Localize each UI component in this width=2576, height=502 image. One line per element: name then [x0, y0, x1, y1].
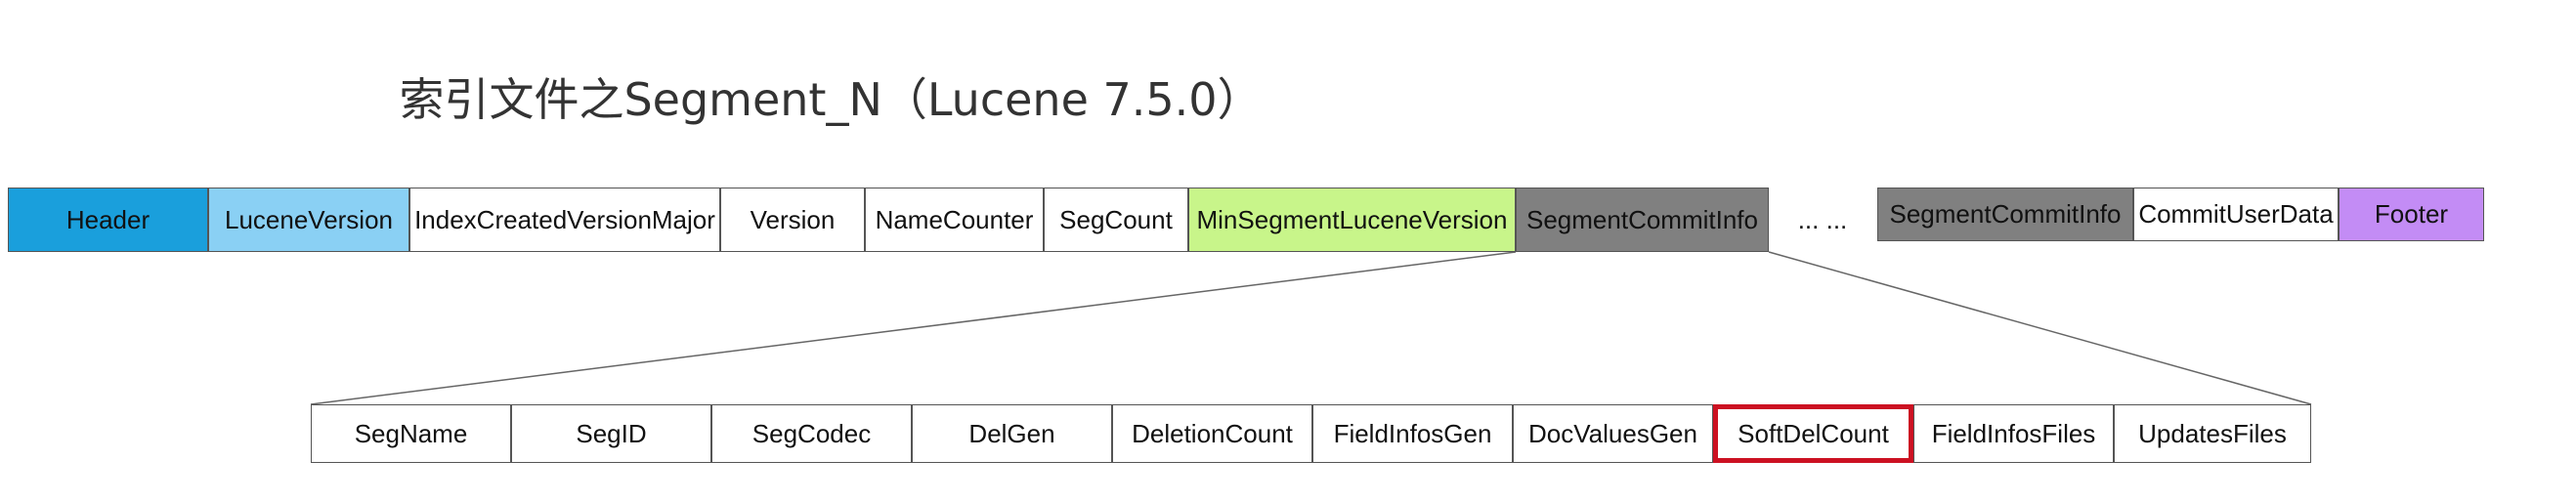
index-created-version-major-label: IndexCreatedVersionMajor: [414, 204, 715, 234]
header-label: Header: [65, 204, 150, 234]
footer-cell: Footer: [2339, 188, 2484, 241]
ellipsis-label: ... ...: [1797, 204, 1848, 234]
field-infos-files-label: FieldInfosFiles: [1931, 418, 2096, 448]
ellipsis-more-segments: ... ...: [1764, 188, 1881, 252]
soft-del-count-cell: SoftDelCount: [1713, 404, 1913, 463]
seg-codec-cell: SegCodec: [711, 404, 912, 463]
connector-left: [310, 251, 1517, 405]
version-cell: Version: [720, 188, 865, 252]
lucene-version-cell: LuceneVersion: [208, 188, 409, 252]
header-cell: Header: [8, 188, 208, 252]
diagram-title: 索引文件之Segment_N（Lucene 7.5.0）: [399, 73, 1263, 126]
min-segment-lucene-version-label: MinSegmentLuceneVersion: [1196, 204, 1508, 234]
del-gen-label: DelGen: [968, 418, 1055, 448]
field-infos-gen-label: FieldInfosGen: [1333, 418, 1492, 448]
seg-id-cell: SegID: [511, 404, 711, 463]
segment-commit-info-cell-first: SegmentCommitInfo: [1516, 188, 1769, 252]
field-infos-gen-cell: FieldInfosGen: [1312, 404, 1513, 463]
commit-user-data-label: CommitUserData: [2138, 199, 2334, 229]
segment-commit-info-label-first: SegmentCommitInfo: [1526, 204, 1758, 234]
updates-files-label: UpdatesFiles: [2138, 418, 2287, 448]
seg-name-cell: SegName: [311, 404, 511, 463]
name-counter-cell: NameCounter: [865, 188, 1044, 252]
seg-count-cell: SegCount: [1044, 188, 1188, 252]
min-segment-lucene-version-cell: MinSegmentLuceneVersion: [1188, 188, 1516, 252]
deletion-count-label: DeletionCount: [1132, 418, 1293, 448]
seg-count-label: SegCount: [1059, 204, 1173, 234]
commit-user-data-cell: CommitUserData: [2133, 188, 2339, 241]
del-gen-cell: DelGen: [912, 404, 1112, 463]
field-infos-files-cell: FieldInfosFiles: [1913, 404, 2114, 463]
index-created-version-major-cell: IndexCreatedVersionMajor: [409, 188, 720, 252]
seg-codec-label: SegCodec: [751, 418, 872, 448]
seg-name-label: SegName: [354, 418, 468, 448]
updates-files-cell: UpdatesFiles: [2114, 404, 2311, 463]
segment-commit-info-label-last: SegmentCommitInfo: [1889, 199, 2122, 229]
name-counter-label: NameCounter: [875, 204, 1034, 234]
lucene-version-label: LuceneVersion: [224, 204, 394, 234]
footer-label: Footer: [2374, 199, 2449, 229]
connector-right: [1768, 251, 2312, 405]
soft-del-count-label: SoftDelCount: [1738, 418, 1889, 448]
segment-commit-info-cell-last: SegmentCommitInfo: [1877, 188, 2133, 241]
doc-values-gen-cell: DocValuesGen: [1513, 404, 1713, 463]
seg-id-label: SegID: [576, 418, 647, 448]
deletion-count-cell: DeletionCount: [1112, 404, 1312, 463]
doc-values-gen-label: DocValuesGen: [1528, 418, 1697, 448]
version-label: Version: [750, 204, 836, 234]
